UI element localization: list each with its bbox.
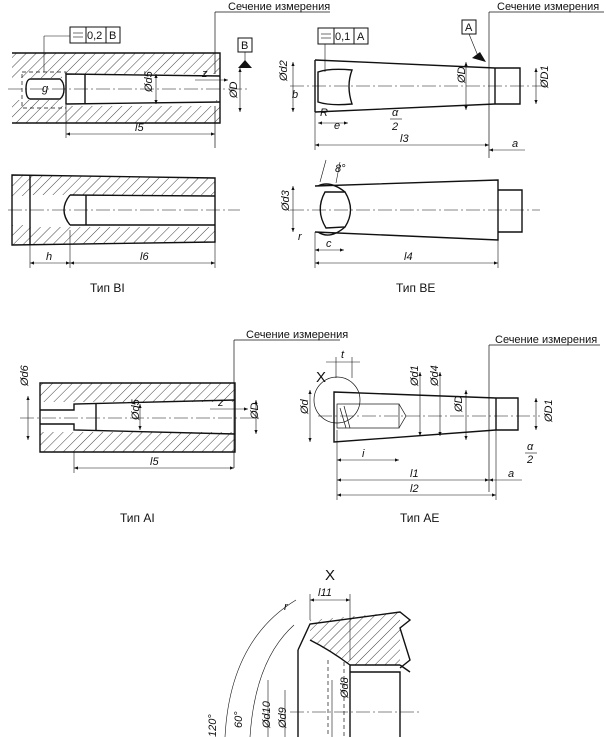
svg-text:l4: l4 [404, 251, 413, 263]
svg-text:l2: l2 [410, 483, 419, 495]
detail-x-callout: X [316, 369, 326, 386]
svg-text:2: 2 [526, 454, 533, 466]
svg-text:α: α [392, 107, 399, 119]
svg-text:z: z [201, 68, 208, 80]
svg-text:r: r [298, 231, 303, 243]
svg-text:l6: l6 [140, 251, 149, 263]
view-detail-x: X l11 r 120° 60° Ød10 Ød9 Ød8 [207, 567, 420, 737]
svg-text:Ød9: Ød9 [277, 707, 289, 729]
svg-text:b: b [292, 89, 298, 101]
caption-type-ae: Тип AE [400, 511, 439, 525]
svg-text:60°: 60° [233, 711, 245, 728]
svg-text:R: R [320, 107, 328, 119]
section-label-ae: Сечение измерения [495, 334, 597, 346]
svg-text:Ød10: Ød10 [261, 700, 273, 729]
svg-text:ØD: ØD [228, 81, 240, 99]
section-label-be: Сечение измерения [497, 1, 599, 13]
svg-text:a: a [508, 468, 514, 480]
svg-text:Ød: Ød [299, 398, 311, 415]
section-label-ai: Сечение измерения [246, 329, 348, 341]
svg-text:i: i [362, 448, 365, 460]
svg-text:Ød6: Ød6 [19, 364, 31, 387]
caption-type-ai: Тип AI [120, 511, 155, 525]
svg-text:Ød8: Ød8 [339, 676, 351, 699]
caption-type-bi: Тип BI [90, 281, 125, 295]
svg-text:A: A [465, 22, 473, 34]
svg-text:l1: l1 [410, 468, 419, 480]
svg-text:z: z [217, 397, 224, 409]
svg-text:ØD: ØD [456, 66, 468, 84]
svg-text:ØD: ØD [249, 402, 261, 420]
svg-text:l5: l5 [150, 456, 159, 468]
svg-text:c: c [326, 238, 332, 250]
dim-g: g [42, 83, 49, 95]
svg-text:ØD1: ØD1 [539, 65, 551, 89]
svg-text:e: e [334, 120, 340, 132]
svg-text:0,1: 0,1 [335, 31, 350, 43]
svg-text:Ød5: Ød5 [143, 70, 155, 93]
view-type-bi: Сечение измерения g 0,2 B B [8, 1, 330, 148]
svg-text:120°: 120° [207, 714, 219, 737]
svg-text:8°: 8° [335, 163, 346, 175]
svg-text:l11: l11 [318, 587, 332, 599]
view-type-be-outline: Ød3 8° r c l4 Тип BE [280, 159, 540, 295]
svg-text:ØD1: ØD1 [543, 399, 555, 423]
tolerance-frame-bi: 0,2 B [43, 26, 121, 72]
datum-b-marker: B [237, 37, 253, 68]
svg-text:t: t [341, 349, 345, 361]
svg-text:Ød5: Ød5 [130, 398, 142, 421]
svg-text:α: α [527, 441, 534, 453]
datum-a-marker: A [461, 19, 486, 62]
svg-text:l3: l3 [400, 133, 409, 145]
svg-text:a: a [512, 138, 518, 150]
svg-text:r: r [284, 601, 289, 613]
svg-text:A: A [357, 31, 365, 43]
svg-text:0,2: 0,2 [87, 30, 102, 42]
svg-text:Ød2: Ød2 [278, 60, 290, 82]
view-type-ai: Сечение измерения Ød6 Ød5 ØD z l5 Тип AI [19, 329, 348, 525]
tolerance-frame-be: 0,1 A [317, 27, 369, 72]
view-type-be: Сечение измерения 0,1 A A ØD ØD1 [278, 1, 604, 158]
svg-text:ØD: ØD [453, 395, 465, 413]
svg-text:l5: l5 [135, 122, 144, 134]
view-type-bi-section: h l6 Тип BI [8, 174, 240, 295]
svg-text:Ød1: Ød1 [409, 365, 421, 387]
svg-text:2: 2 [391, 121, 398, 133]
svg-text:Ød4: Ød4 [429, 365, 441, 387]
view-type-ae: Сечение измерения X t Ød Ød1 Ød4 ØD ØD1 … [299, 334, 600, 525]
section-label-bi: Сечение измерения [228, 1, 330, 13]
svg-text:Ød3: Ød3 [280, 189, 292, 212]
detail-x-title: X [325, 567, 335, 584]
svg-text:B: B [109, 30, 116, 42]
caption-type-be: Тип BE [396, 281, 435, 295]
detail-x-circle [313, 376, 361, 424]
svg-text:h: h [46, 251, 52, 263]
svg-text:B: B [241, 40, 248, 52]
